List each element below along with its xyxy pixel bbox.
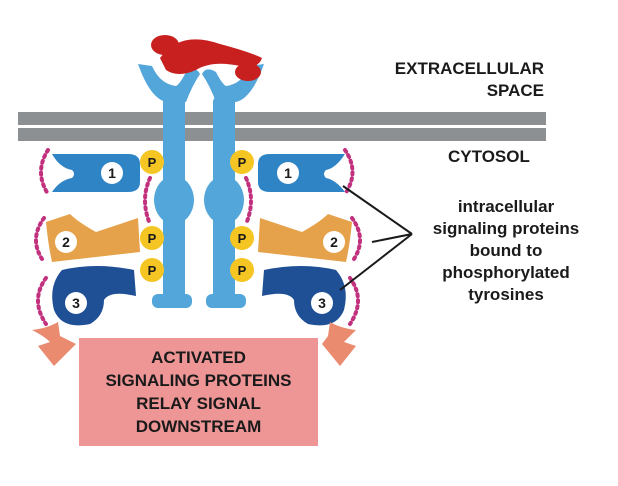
intracellular-proteins-label: intracellular signaling proteins bound t… — [432, 197, 580, 304]
membrane-inner-layer — [18, 128, 546, 141]
extracellular-space-label: EXTRACELLULAR SPACE — [394, 59, 544, 100]
pointer-line-2 — [371, 233, 413, 243]
protein-3-left-number: 3 — [72, 295, 80, 311]
protein-1-right-number: 1 — [284, 165, 292, 181]
svg-text:P: P — [148, 263, 157, 278]
protein-2-left-number: 2 — [62, 234, 70, 250]
protein-2-left: 2 — [46, 214, 140, 262]
svg-text:P: P — [238, 231, 247, 246]
arrow-left — [32, 322, 76, 366]
phosphate-left-1: P — [140, 150, 164, 174]
downward-arrows — [32, 322, 356, 366]
pointer-line-3 — [339, 233, 413, 291]
protein-1-right: 1 — [258, 154, 345, 192]
phosphate-left-3: P — [140, 258, 164, 282]
activation-arc-right-3 — [348, 276, 360, 326]
relay-signal-text: ACTIVATED SIGNALING PROTEINS RELAY SIGNA… — [105, 348, 292, 436]
signal-ligand — [151, 35, 262, 81]
receptor-left — [138, 64, 200, 308]
activation-dots — [34, 148, 362, 326]
arrow-right — [322, 322, 356, 366]
protein-1-left-number: 1 — [108, 165, 116, 181]
activation-arc-left-2 — [34, 216, 46, 264]
relay-signal-box: ACTIVATED SIGNALING PROTEINS RELAY SIGNA… — [79, 338, 318, 446]
activation-arc-center-2 — [244, 176, 253, 226]
protein-3-left: 3 — [52, 266, 137, 326]
phosphate-right-1: P — [230, 150, 254, 174]
activation-arc-right-2 — [350, 216, 362, 264]
svg-text:P: P — [148, 155, 157, 170]
activation-arc-left-3 — [36, 276, 48, 326]
protein-3-right-number: 3 — [318, 295, 326, 311]
protein-2-right-number: 2 — [330, 234, 338, 250]
phosphate-groups: P P P P P P — [140, 150, 254, 282]
phosphate-left-2: P — [140, 226, 164, 250]
activation-arc-right-1 — [343, 148, 355, 196]
protein-1-left: 1 — [52, 154, 140, 192]
svg-text:P: P — [238, 155, 247, 170]
protein-3-right: 3 — [262, 266, 346, 326]
phosphate-right-3: P — [230, 258, 254, 282]
activation-arc-left-1 — [39, 148, 50, 196]
cytosol-label: CYTOSOL — [448, 147, 530, 166]
svg-text:P: P — [238, 263, 247, 278]
activation-arc-center-1 — [143, 176, 152, 226]
pointer-lines — [339, 185, 413, 291]
phosphate-right-2: P — [230, 226, 254, 250]
plasma-membrane — [18, 112, 546, 141]
svg-text:P: P — [148, 231, 157, 246]
pointer-line-1 — [342, 185, 413, 235]
protein-2-right: 2 — [258, 214, 352, 262]
membrane-outer-layer — [18, 112, 546, 125]
